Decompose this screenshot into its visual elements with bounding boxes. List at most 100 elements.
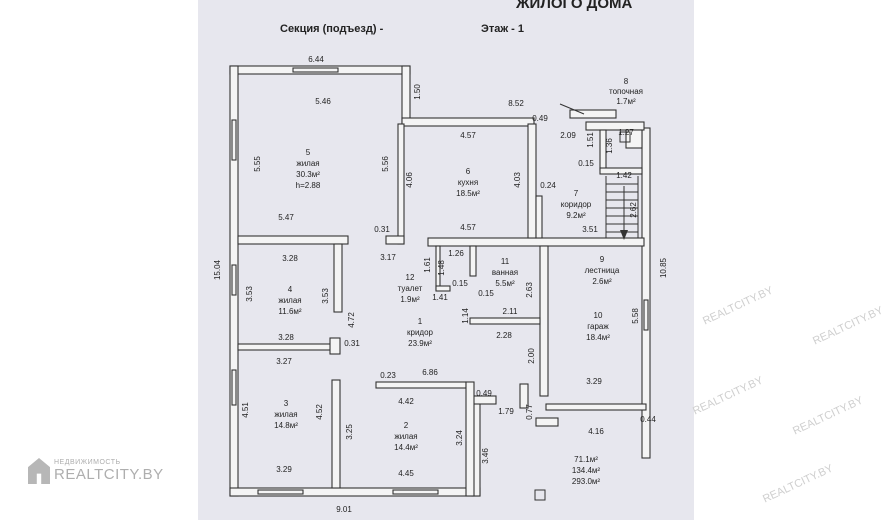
room-2-number: 2 bbox=[404, 421, 409, 430]
room-11-number: 11 bbox=[501, 257, 510, 266]
room-7-name: коридор bbox=[561, 200, 592, 209]
dimension-label: 4.57 bbox=[460, 223, 476, 232]
dimension-label: 4.06 bbox=[405, 172, 414, 188]
dimension-label: 5.58 bbox=[631, 308, 640, 324]
dimension-label: 3.29 bbox=[586, 377, 602, 386]
room-1-number: 1 bbox=[418, 317, 423, 326]
room-6-area: 18.5м² bbox=[456, 189, 480, 198]
room-10-name: гараж bbox=[587, 322, 609, 331]
dimension-label: 0.49 bbox=[532, 114, 548, 123]
dimension-label: 1.41 bbox=[432, 293, 448, 302]
dimension-label: 6.86 bbox=[422, 368, 438, 377]
dimension-label: 3.46 bbox=[481, 448, 490, 464]
document-title: ЖИЛОГО ДОМА bbox=[515, 0, 633, 12]
room-12-number: 12 bbox=[406, 273, 415, 282]
dimension-label: 3.29 bbox=[276, 465, 292, 474]
room-labels: 5 жилая 30.3м² h=2.88 6 кухня 18.5м² 8 т… bbox=[274, 77, 643, 452]
dimension-label: 3.25 bbox=[345, 424, 354, 440]
room-1-name: кридор bbox=[407, 328, 434, 337]
room-8-name: топочная bbox=[609, 87, 643, 96]
room-8-area: 1.7м² bbox=[616, 97, 636, 106]
dimension-label: 4.45 bbox=[398, 469, 414, 478]
room-2-area: 14.4м² bbox=[394, 443, 418, 452]
dimension-label: 3.24 bbox=[455, 430, 464, 446]
room-7-area: 9.2м² bbox=[566, 211, 586, 220]
logo-text: REALTCITY.BY bbox=[54, 466, 164, 483]
room-4-number: 4 bbox=[288, 285, 293, 294]
watermark: REALTCITY.BY bbox=[691, 374, 765, 418]
dimension-label: 3.53 bbox=[245, 286, 254, 302]
room-4-name: жилая bbox=[278, 296, 301, 305]
room-4-area: 11.6м² bbox=[278, 307, 301, 316]
dimension-label: 4.16 bbox=[588, 427, 604, 436]
dimension-label: 1.27 bbox=[618, 128, 634, 137]
dimension-label: 9.01 bbox=[336, 505, 352, 514]
watermark: REALTCITY.BY bbox=[761, 462, 835, 506]
total-area: 134.4м² bbox=[572, 466, 601, 475]
dimension-label: 3.28 bbox=[278, 333, 294, 342]
dimension-label: 1.79 bbox=[498, 407, 514, 416]
room-9-number: 9 bbox=[600, 255, 605, 264]
dimension-label: 1.26 bbox=[448, 249, 464, 258]
dimension-label: 2.00 bbox=[527, 348, 536, 364]
dimension-label: 6.44 bbox=[308, 55, 324, 64]
dimension-label: 0.44 bbox=[640, 415, 656, 424]
dimension-label: 4.72 bbox=[347, 312, 356, 328]
room-9-area: 2.6м² bbox=[592, 277, 612, 286]
dimension-label: 0.23 bbox=[380, 371, 396, 380]
total-living-area: 71.1м² bbox=[574, 455, 598, 464]
room-6-name: кухня bbox=[458, 178, 478, 187]
dimension-label: 0.31 bbox=[344, 339, 360, 348]
dimension-label: 5.47 bbox=[278, 213, 294, 222]
room-3-area: 14.8м² bbox=[274, 421, 298, 430]
dimension-label: 0.31 bbox=[374, 225, 390, 234]
dimension-label: 5.56 bbox=[381, 156, 390, 172]
area-totals: 71.1м² 134.4м² 293.0м² bbox=[572, 455, 601, 486]
dimension-label: 1.42 bbox=[616, 171, 632, 180]
dimension-label: 4.57 bbox=[460, 131, 476, 140]
total-volume: 293.0м² bbox=[572, 477, 601, 486]
dimension-label: 4.52 bbox=[315, 404, 324, 420]
room-12-area: 1.9м² bbox=[400, 295, 420, 304]
dimension-label: 1.48 bbox=[437, 260, 446, 276]
room-5-height: h=2.88 bbox=[296, 181, 321, 190]
dimension-label: 3.27 bbox=[276, 357, 292, 366]
dimension-label: 5.55 bbox=[253, 156, 262, 172]
room-12-name: туалет bbox=[398, 284, 423, 293]
dimension-label: 2.63 bbox=[525, 282, 534, 298]
floor-plan-drawing: ЖИЛОГО ДОМА Секция (подъезд) - Этаж - 1 bbox=[213, 0, 668, 514]
dimension-label: 10.85 bbox=[659, 257, 668, 278]
room-9-name: лестница bbox=[585, 266, 620, 275]
dimension-label: 1.50 bbox=[413, 84, 422, 100]
room-5-name: жилая bbox=[296, 159, 319, 168]
room-10-area: 18.4м² bbox=[586, 333, 610, 342]
dimension-label: 2.62 bbox=[629, 202, 638, 218]
dimension-label: 3.53 bbox=[321, 288, 330, 304]
interior-walls bbox=[237, 121, 645, 497]
dimension-label: 5.46 bbox=[315, 97, 331, 106]
exterior-walls bbox=[229, 65, 651, 497]
floor-label: Этаж - 1 bbox=[481, 23, 524, 35]
dimension-labels: 6.44 1.50 5.46 8.52 0.49 4.57 2.09 1.51 … bbox=[213, 55, 668, 514]
dimension-label: 4.51 bbox=[241, 402, 250, 418]
room-3-name: жилая bbox=[274, 410, 297, 419]
dimension-label: 3.28 bbox=[282, 254, 298, 263]
dimension-label: 0.15 bbox=[578, 159, 594, 168]
room-11-area: 5.5м² bbox=[495, 279, 515, 288]
room-2-name: жилая bbox=[394, 432, 417, 441]
watermark: REALTCITY.BY bbox=[701, 284, 775, 328]
dimension-label: 15.04 bbox=[213, 259, 222, 280]
dimension-label: 2.11 bbox=[503, 307, 519, 316]
dimension-label: 0.15 bbox=[452, 279, 468, 288]
dimension-label: 1.14 bbox=[461, 308, 470, 324]
house-icon bbox=[28, 458, 50, 484]
room-1-area: 23.9м² bbox=[408, 339, 432, 348]
staircase bbox=[534, 103, 639, 501]
room-10-number: 10 bbox=[594, 311, 603, 320]
room-8-number: 8 bbox=[624, 77, 629, 86]
dimension-label: 1.61 bbox=[423, 257, 432, 273]
dimension-label: 3.17 bbox=[380, 253, 396, 262]
dimension-label: 2.28 bbox=[496, 331, 512, 340]
dimension-label: 4.03 bbox=[513, 172, 522, 188]
dimension-label: 0.15 bbox=[478, 289, 494, 298]
